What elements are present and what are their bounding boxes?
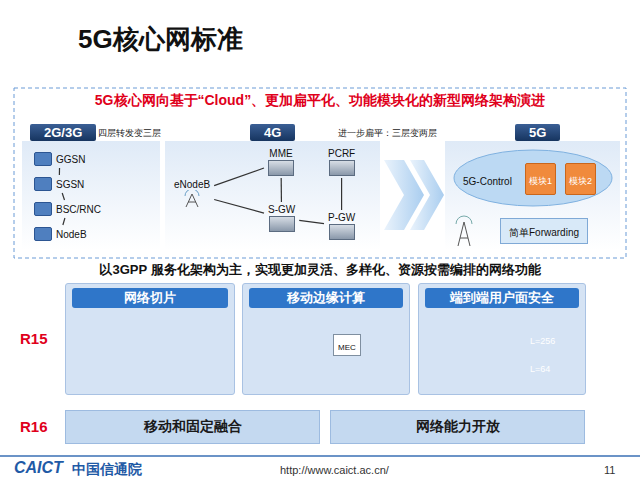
link-line <box>281 178 282 202</box>
network-element: SGSN <box>32 176 86 192</box>
node-label: 移动和固定融合 <box>144 418 242 436</box>
note: 四层转发变三层 <box>98 127 161 140</box>
equipment-icon <box>34 177 52 191</box>
link-line <box>214 168 264 186</box>
node-label: MME <box>269 148 292 159</box>
panel-ground <box>165 141 380 250</box>
panel-ground <box>445 141 620 250</box>
panel-header: 网络切片 <box>72 288 228 308</box>
module-box: 模块2 <box>565 163 596 195</box>
node-label: GGSN <box>56 154 85 165</box>
node-label: NodeB <box>56 229 87 240</box>
node-label: PCRF <box>328 148 355 159</box>
slide-title: 5G核心网标准 <box>78 22 243 57</box>
chevron <box>410 160 444 230</box>
link-line <box>59 168 60 175</box>
node-label: P-GW <box>328 212 355 223</box>
tower-icon <box>456 216 472 246</box>
equipment-icon <box>34 152 52 166</box>
network-element: MME <box>265 147 297 177</box>
equipment-icon <box>329 224 355 240</box>
network-element: GGSN <box>32 151 87 167</box>
equipment-icon <box>268 160 294 176</box>
link-line <box>63 218 65 225</box>
panel-ground <box>22 141 160 250</box>
link-line <box>299 220 324 223</box>
equipment-icon <box>34 227 52 241</box>
panel-header: 4G <box>250 124 295 141</box>
node-label: BSC/RNC <box>56 204 101 215</box>
node-label: 模块2 <box>569 176 592 186</box>
statement: 以3GPP 服务化架构为主，实现更加灵活、多样化、资源按需编排的网络功能 <box>0 261 640 279</box>
panel-header: 端到端用户面安全 <box>425 288 579 308</box>
feature-bar: 移动和固定融合 <box>65 410 320 444</box>
node-label: MEC <box>338 343 356 352</box>
network-panel: 2G/3G GGSN SGSN BSC/RNC NodeB <box>22 123 160 250</box>
logo-text: 中国信通院 <box>72 461 142 479</box>
mec-box: MEC <box>333 334 361 356</box>
subtitle: 5G核心网向基于“Cloud”、更加扁平化、功能模块化的新型网络架构演进 <box>0 92 640 110</box>
note: 进一步扁平：三层变两层 <box>338 127 437 140</box>
network-element: BSC/RNC <box>32 201 103 217</box>
network-element: PCRF <box>325 147 358 177</box>
node-label: 5G-Control <box>463 176 512 187</box>
node-label: eNodeB <box>174 179 210 190</box>
network-element: S-GW <box>265 203 298 233</box>
module-box: 模块1 <box>525 163 556 195</box>
panel-header: 2G/3G <box>30 124 96 141</box>
network-element: NodeB <box>32 226 89 242</box>
network-element: eNodeB <box>171 178 213 209</box>
control-cloud: 5G-Control 模块1 模块2 <box>453 149 613 207</box>
feature-panel: 端到端用户面安全 <box>418 283 586 395</box>
equipment-icon <box>269 216 295 232</box>
key-length: L=256 <box>530 336 555 346</box>
dashed-frame <box>14 88 626 258</box>
forwarding-box: 简单Forwarding <box>500 218 588 244</box>
logo-text: CAICT <box>14 459 63 477</box>
panel-header: 移动边缘计算 <box>249 288 403 308</box>
url: http://www.caict.ac.cn/ <box>280 464 389 476</box>
network-panel: 4G eNodeB MME PCRF S-GW P-GW <box>165 123 380 250</box>
node-label: S-GW <box>268 204 295 215</box>
equipment-icon <box>329 160 355 176</box>
node-label: SGSN <box>56 179 84 190</box>
tower-icon <box>180 190 204 208</box>
panel-header: 5G <box>515 124 560 141</box>
page-number: 11 <box>604 464 615 476</box>
link-line <box>62 193 64 200</box>
equipment-icon <box>34 202 52 216</box>
network-panel: 5G 5G-Control 模块1 模块2 简单Forwarding <box>445 123 620 250</box>
node-label: 网络能力开放 <box>416 418 500 436</box>
link-line <box>214 200 264 214</box>
key-length: L=64 <box>530 364 550 374</box>
feature-bar: 网络能力开放 <box>330 410 585 444</box>
node-label: 模块1 <box>529 176 552 186</box>
network-element: P-GW <box>325 211 358 241</box>
feature-panel: 移动边缘计算 MEC <box>242 283 410 395</box>
footer-rule <box>0 455 640 457</box>
link-line <box>341 178 342 210</box>
release-tag: R16 <box>20 418 48 435</box>
node-label: 简单Forwarding <box>509 227 579 238</box>
release-tag: R15 <box>20 330 48 347</box>
feature-panel: 网络切片 <box>65 283 235 395</box>
